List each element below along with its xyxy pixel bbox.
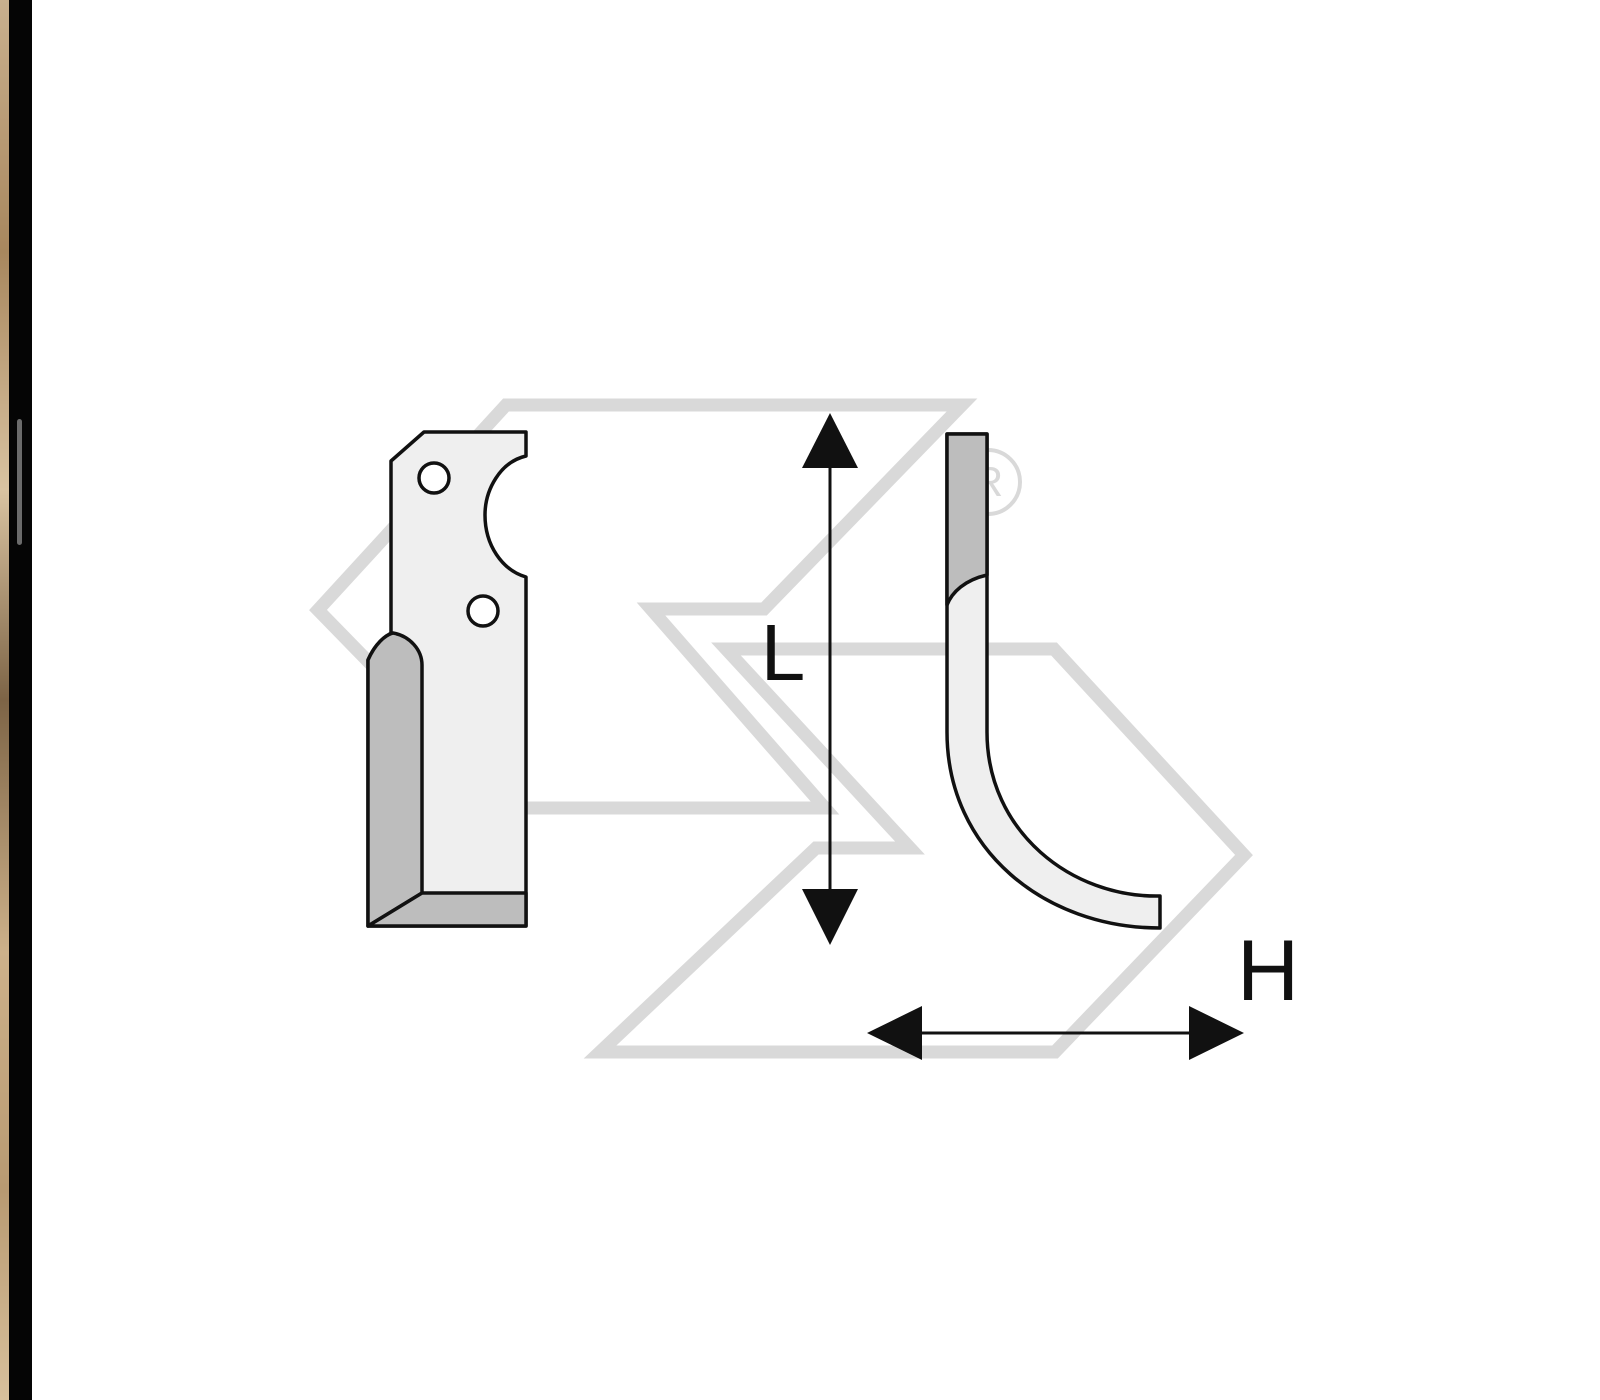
blade-bottom-bevel [366, 891, 528, 928]
scrollbar-thumb[interactable] [17, 419, 22, 545]
length-dimension-arrow [802, 413, 858, 945]
length-dimension-label: L [761, 608, 806, 697]
watermark-lower-shape [583, 642, 1253, 1059]
blade-mounting-hole-top [417, 461, 451, 495]
width-arrowhead-left [867, 1006, 922, 1060]
watermark-upper-shape [309, 398, 978, 815]
blade-side-profile-bevel [945, 432, 989, 607]
width-arrowhead-right [1189, 1006, 1244, 1060]
blade-mounting-hole-bottom [466, 594, 500, 628]
blade-side-view [945, 432, 1162, 930]
desktop-background-strip [0, 0, 9, 1400]
length-arrowhead-up [802, 413, 858, 468]
width-dimension-arrow [867, 1006, 1244, 1060]
width-dimension-label: H [1237, 923, 1299, 1019]
blade-side-profile [945, 432, 1162, 930]
blade-front-view [366, 430, 528, 928]
length-arrowhead-down [802, 889, 858, 945]
viewer-frame-edge [9, 0, 32, 1400]
blade-side-bevel [366, 631, 424, 928]
